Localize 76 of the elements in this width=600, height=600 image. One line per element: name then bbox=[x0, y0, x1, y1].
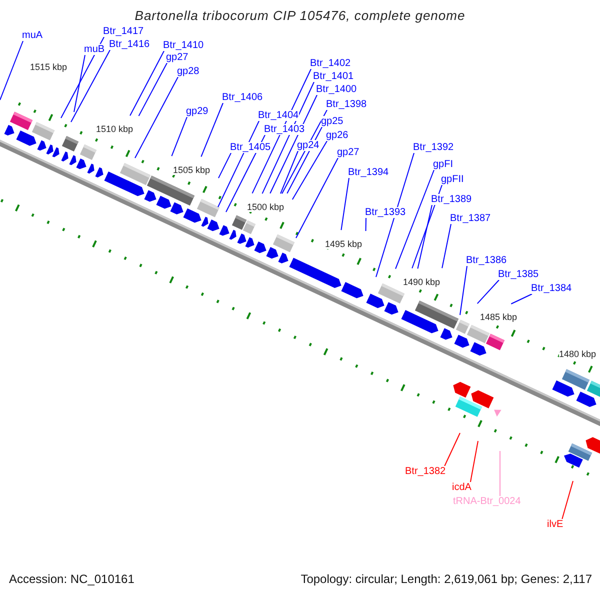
gene-label: ilvE bbox=[547, 519, 564, 530]
gene-label: gp24 bbox=[297, 140, 320, 151]
gene-label: Btr_1392 bbox=[413, 142, 454, 153]
gene-label: Btr_1382 bbox=[405, 466, 446, 477]
gene-label: gpFII bbox=[441, 174, 464, 185]
leader-line bbox=[510, 294, 532, 304]
gene-label: gp28 bbox=[177, 66, 200, 77]
leader-line bbox=[200, 102, 224, 158]
gene-label: gp27 bbox=[337, 147, 360, 158]
gene-label: Btr_1402 bbox=[310, 58, 351, 69]
leader-line bbox=[130, 50, 164, 116]
gene-label: Btr_1403 bbox=[264, 124, 305, 135]
leader-line bbox=[395, 170, 434, 270]
leader-line bbox=[60, 36, 104, 118]
leader-line bbox=[70, 50, 110, 122]
leader-line bbox=[562, 480, 574, 520]
gene-label: Btr_1398 bbox=[326, 99, 367, 110]
leader-line bbox=[340, 178, 350, 231]
leader-line bbox=[74, 54, 86, 112]
leader-line bbox=[226, 134, 266, 212]
leader-line bbox=[460, 266, 468, 316]
leader-line bbox=[138, 62, 168, 116]
leader-line bbox=[417, 204, 432, 270]
gene-label: Btr_1410 bbox=[163, 40, 204, 51]
leader-line bbox=[444, 432, 460, 466]
scale-label: 1490 kbp bbox=[403, 277, 440, 287]
scale-label: 1485 kbp bbox=[480, 312, 518, 322]
gene-label: Btr_1389 bbox=[431, 194, 472, 205]
scale-label: 1500 kbp bbox=[247, 202, 284, 212]
gene-label: muB bbox=[84, 44, 105, 55]
gene-label: gp26 bbox=[326, 130, 348, 141]
gene-label: icdA bbox=[452, 482, 472, 493]
accession-text: Accession: NC_010161 bbox=[9, 574, 134, 585]
gene-label: Btr_1417 bbox=[103, 26, 144, 37]
gene-label: Btr_1385 bbox=[498, 269, 539, 280]
gene-label: Btr_1416 bbox=[109, 39, 150, 50]
gene-label: Btr_1384 bbox=[531, 283, 572, 294]
leader-line bbox=[476, 280, 500, 304]
leader-line bbox=[270, 94, 318, 194]
gene-label: gp29 bbox=[186, 106, 208, 117]
leader-line bbox=[286, 126, 322, 194]
gene-label: Btr_1401 bbox=[313, 71, 354, 82]
scale-label: 1480 kbp bbox=[559, 349, 596, 359]
gene-label: Btr_1406 bbox=[222, 92, 263, 103]
scale-label: 1495 kbp bbox=[325, 239, 362, 249]
gene-label: Btr_1386 bbox=[466, 255, 507, 266]
leader-line bbox=[218, 152, 232, 179]
leader-line bbox=[134, 76, 178, 158]
leader-line bbox=[365, 218, 366, 232]
leader-line bbox=[296, 158, 338, 238]
leader-line bbox=[262, 82, 314, 194]
gene-label: Btr_1387 bbox=[450, 213, 491, 224]
gene-label: Btr_1405 bbox=[230, 142, 271, 153]
gene-label: gp27 bbox=[166, 52, 188, 63]
gene-label: muA bbox=[22, 30, 43, 41]
scale-label: 1515 kbp bbox=[30, 62, 68, 72]
gene-label: Btr_1393 bbox=[365, 207, 406, 218]
scale-label: 1505 kbp bbox=[173, 165, 210, 175]
leader-line bbox=[171, 116, 188, 157]
leader-line bbox=[442, 224, 452, 269]
leader-line bbox=[280, 150, 298, 194]
gene-label: gpFI bbox=[433, 159, 454, 170]
leader-line bbox=[0, 40, 24, 100]
gene-label: gp25 bbox=[321, 116, 344, 127]
leader-line bbox=[470, 440, 478, 482]
leader-line bbox=[412, 184, 442, 269]
gene-label: Btr_1404 bbox=[258, 110, 299, 121]
scale-label: 1510 kbp bbox=[96, 124, 134, 134]
gene-label: tRNA-Btr_0024 bbox=[453, 496, 521, 507]
leader-line bbox=[292, 140, 328, 200]
leader-line bbox=[376, 152, 414, 278]
gene-label: Btr_1394 bbox=[348, 167, 389, 178]
gene-label: Btr_1400 bbox=[316, 84, 357, 95]
leader-line bbox=[218, 120, 260, 208]
leader-line bbox=[281, 110, 328, 194]
genome-summary-text: Topology: circular; Length: 2,619,061 bp; Genes: 2,117 bbox=[300, 574, 592, 585]
